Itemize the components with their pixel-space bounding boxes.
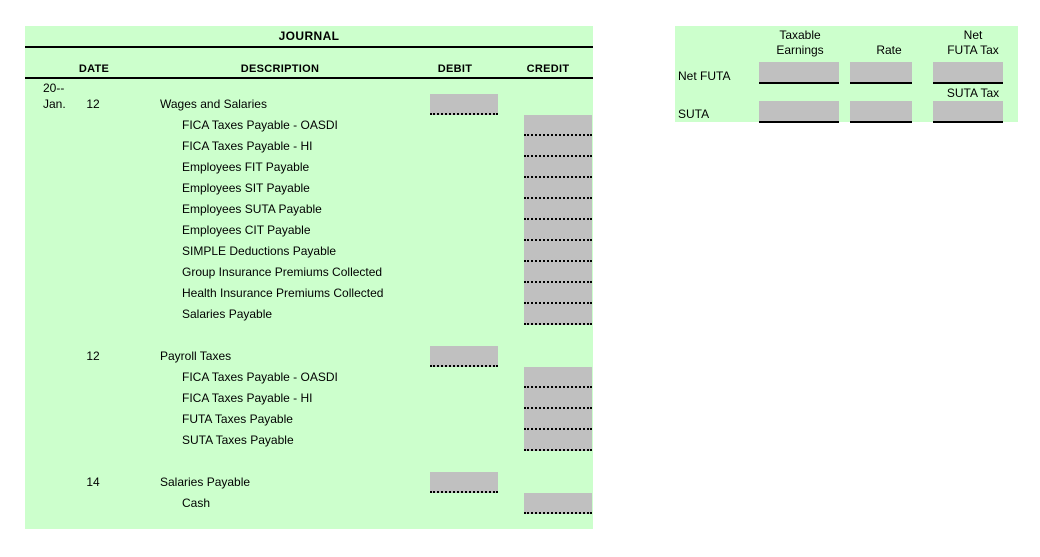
table-row: FICA Taxes Payable - HI bbox=[25, 388, 593, 409]
journal-account-label: SUTA Taxes Payable bbox=[182, 433, 294, 447]
journal-account-label: Salaries Payable bbox=[160, 475, 251, 489]
journal-account-label: FICA Taxes Payable - OASDI bbox=[182, 118, 338, 132]
journal-account-label: Health Insurance Premiums Collected bbox=[182, 286, 384, 300]
journal-title-row: JOURNAL bbox=[25, 26, 593, 48]
credit-amount-input[interactable] bbox=[524, 409, 592, 430]
table-row: FUTA Taxes Payable bbox=[25, 409, 593, 430]
tax-header-suta-tax: SUTA Tax bbox=[946, 86, 1000, 100]
table-row: Employees SIT Payable bbox=[25, 178, 593, 199]
credit-amount-input[interactable] bbox=[524, 241, 592, 262]
net-futa-taxable-earnings-input[interactable] bbox=[759, 62, 839, 84]
credit-amount-input[interactable] bbox=[524, 136, 592, 157]
credit-amount-input[interactable] bbox=[524, 178, 592, 199]
tax-header-taxable-earnings: Taxable Earnings bbox=[755, 28, 845, 58]
credit-amount-input[interactable] bbox=[524, 115, 592, 136]
journal-account-label: Employees SUTA Payable bbox=[182, 202, 322, 216]
debit-amount-input[interactable] bbox=[430, 472, 498, 493]
journal-account-label: Wages and Salaries bbox=[160, 97, 267, 111]
table-row: Employees CIT Payable bbox=[25, 220, 593, 241]
tax-header-net-futa-tax-line2: FUTA Tax bbox=[947, 43, 999, 57]
journal-account-label: FICA Taxes Payable - HI bbox=[182, 139, 313, 153]
credit-amount-input[interactable] bbox=[524, 220, 592, 241]
table-row: 14 Salaries Payable bbox=[25, 472, 593, 493]
journal-account-label: FICA Taxes Payable - OASDI bbox=[182, 370, 338, 384]
column-header-debit: DEBIT bbox=[437, 63, 473, 75]
debit-amount-input[interactable] bbox=[430, 94, 498, 115]
table-row: Jan. 12 Wages and Salaries bbox=[25, 94, 593, 115]
journal-account-label: SIMPLE Deductions Payable bbox=[182, 244, 337, 258]
suta-tax-input[interactable] bbox=[933, 101, 1003, 123]
page-title: JOURNAL bbox=[278, 29, 340, 43]
tax-header-net-futa-tax-line1: Net bbox=[963, 28, 983, 42]
credit-amount-input[interactable] bbox=[524, 262, 592, 283]
table-row: SIMPLE Deductions Payable bbox=[25, 241, 593, 262]
tax-row-label-net-futa: Net FUTA bbox=[678, 69, 731, 83]
table-row: Salaries Payable bbox=[25, 304, 593, 325]
tax-row-label-suta: SUTA bbox=[678, 107, 710, 121]
table-row: Employees SUTA Payable bbox=[25, 199, 593, 220]
credit-amount-input[interactable] bbox=[524, 199, 592, 220]
credit-amount-input[interactable] bbox=[524, 388, 592, 409]
journal-account-label: FICA Taxes Payable - HI bbox=[182, 391, 313, 405]
credit-amount-input[interactable] bbox=[524, 157, 592, 178]
credit-amount-input[interactable] bbox=[524, 430, 592, 451]
journal-account-label: Payroll Taxes bbox=[160, 349, 232, 363]
tax-header-taxable-earnings-line2: Earnings bbox=[776, 43, 824, 57]
column-header-credit: CREDIT bbox=[526, 63, 570, 75]
credit-amount-input[interactable] bbox=[524, 493, 592, 514]
table-row: FICA Taxes Payable - OASDI bbox=[25, 115, 593, 136]
journal-column-headers: DATE DESCRIPTION DEBIT CREDIT bbox=[25, 48, 593, 79]
journal-year-row: 20-- bbox=[25, 79, 593, 100]
net-futa-tax-input[interactable] bbox=[933, 62, 1003, 84]
credit-amount-input[interactable] bbox=[524, 304, 592, 325]
journal-year-label: 20-- bbox=[43, 81, 65, 95]
credit-amount-input[interactable] bbox=[524, 283, 592, 304]
table-row: FICA Taxes Payable - HI bbox=[25, 136, 593, 157]
table-row: Group Insurance Premiums Collected bbox=[25, 262, 593, 283]
journal-month-label: Jan. bbox=[43, 97, 66, 111]
journal-account-label: Employees CIT Payable bbox=[182, 223, 311, 237]
net-futa-rate-input[interactable] bbox=[850, 62, 912, 84]
journal-day-label: 12 bbox=[86, 349, 100, 363]
journal-day-label: 14 bbox=[86, 475, 100, 489]
journal-account-label: Group Insurance Premiums Collected bbox=[182, 265, 383, 279]
column-header-date: DATE bbox=[78, 63, 110, 75]
table-row: Employees FIT Payable bbox=[25, 157, 593, 178]
journal-account-label: FUTA Taxes Payable bbox=[182, 412, 293, 426]
tax-header-rate: Rate bbox=[876, 43, 902, 57]
table-row: 12 Payroll Taxes bbox=[25, 346, 593, 367]
journal-account-label: Cash bbox=[182, 496, 211, 510]
journal-account-label: Salaries Payable bbox=[182, 307, 273, 321]
debit-amount-input[interactable] bbox=[430, 346, 498, 367]
tax-header-taxable-earnings-line1: Taxable bbox=[779, 28, 821, 42]
column-header-description: DESCRIPTION bbox=[240, 63, 320, 75]
journal-day-label: 12 bbox=[86, 97, 100, 111]
journal-panel: JOURNAL DATE DESCRIPTION DEBIT CREDIT 20… bbox=[25, 26, 593, 529]
table-row: Cash bbox=[25, 493, 593, 514]
credit-amount-input[interactable] bbox=[524, 367, 592, 388]
table-row: SUTA Taxes Payable bbox=[25, 430, 593, 451]
journal-account-label: Employees SIT Payable bbox=[182, 181, 310, 195]
journal-account-label: Employees FIT Payable bbox=[182, 160, 310, 174]
tax-computation-panel: Taxable Earnings Rate Net FUTA Tax SUTA … bbox=[675, 26, 1018, 123]
suta-rate-input[interactable] bbox=[850, 101, 912, 123]
table-row: FICA Taxes Payable - OASDI bbox=[25, 367, 593, 388]
table-row: Health Insurance Premiums Collected bbox=[25, 283, 593, 304]
tax-header-net-futa-tax: Net FUTA Tax bbox=[933, 28, 1013, 58]
suta-taxable-earnings-input[interactable] bbox=[759, 101, 839, 123]
